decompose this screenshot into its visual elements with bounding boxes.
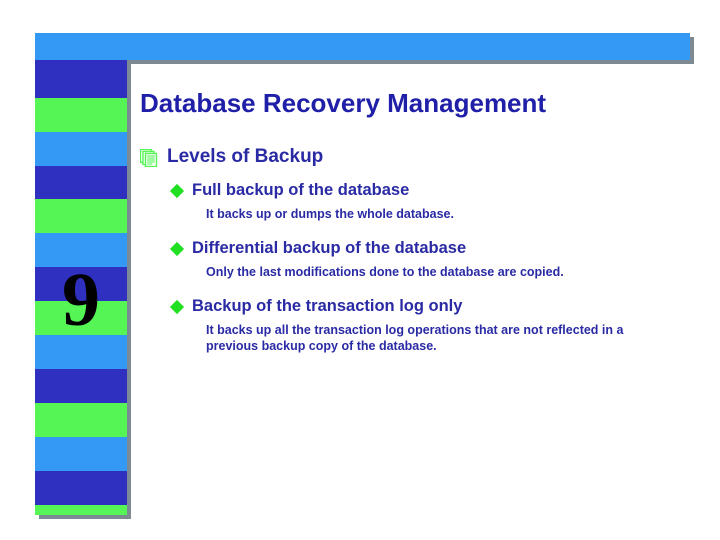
diamond-bullet-icon [169, 241, 185, 257]
sidebar-stripe-13 [35, 505, 127, 515]
sidebar-stripe-9 [35, 369, 127, 403]
bullet-level2: Full backup of the database [169, 180, 700, 201]
sidebar-stripe-4 [35, 199, 127, 233]
bullet-level2-label: Full backup of the database [192, 181, 410, 199]
bullet-level1-label: Levels of Backup [167, 146, 324, 167]
sidebar-stripe-7 [35, 301, 127, 335]
slide-number: 9 [62, 258, 100, 342]
sidebar-stripe-12 [35, 471, 127, 505]
sidebar-stripe-1 [35, 98, 127, 132]
bullet-level2-label: Differential backup of the database [192, 239, 467, 257]
sidebar-stripe-5 [35, 233, 127, 267]
page-title: Database Recovery Management [140, 88, 547, 118]
sidebar-stripe-3 [35, 166, 127, 199]
bullet-group-differential-backup: Differential backup of the database Only… [169, 238, 700, 280]
top-banner-bar [35, 33, 690, 60]
slide-body: Levels of Backup Full backup of the data… [139, 146, 700, 354]
sidebar-stripes [35, 60, 127, 515]
bullet-group-full-backup: Full backup of the database It backs up … [169, 180, 700, 222]
sidebar-stripe-0 [35, 60, 127, 98]
bullet-level3-detail: It backs up all the transaction log oper… [206, 323, 624, 353]
bullet-level3-detail: It backs up or dumps the whole database. [206, 207, 454, 221]
diamond-bullet-icon [169, 299, 185, 315]
sidebar-stripe-6 [35, 267, 127, 301]
bullet-level2-label: Backup of the transaction log only [192, 297, 463, 315]
bullet-level2: Backup of the transaction log only [169, 296, 700, 317]
sidebar-stripe-8 [35, 335, 127, 369]
diamond-bullet-icon [169, 183, 185, 199]
bullet-group-transaction-log-backup: Backup of the transaction log only It ba… [169, 296, 700, 354]
bullet-level1: Levels of Backup [139, 146, 700, 168]
sidebar-stripe-2 [35, 132, 127, 166]
bullet-level3-detail: Only the last modifications done to the … [206, 265, 564, 279]
bullet-level2: Differential backup of the database [169, 238, 700, 259]
sidebar-stripe-11 [35, 437, 127, 471]
stacked-pages-icon [139, 148, 158, 168]
sidebar-stripe-10 [35, 403, 127, 437]
sidebar-stripe-panel: 9 [35, 60, 127, 515]
